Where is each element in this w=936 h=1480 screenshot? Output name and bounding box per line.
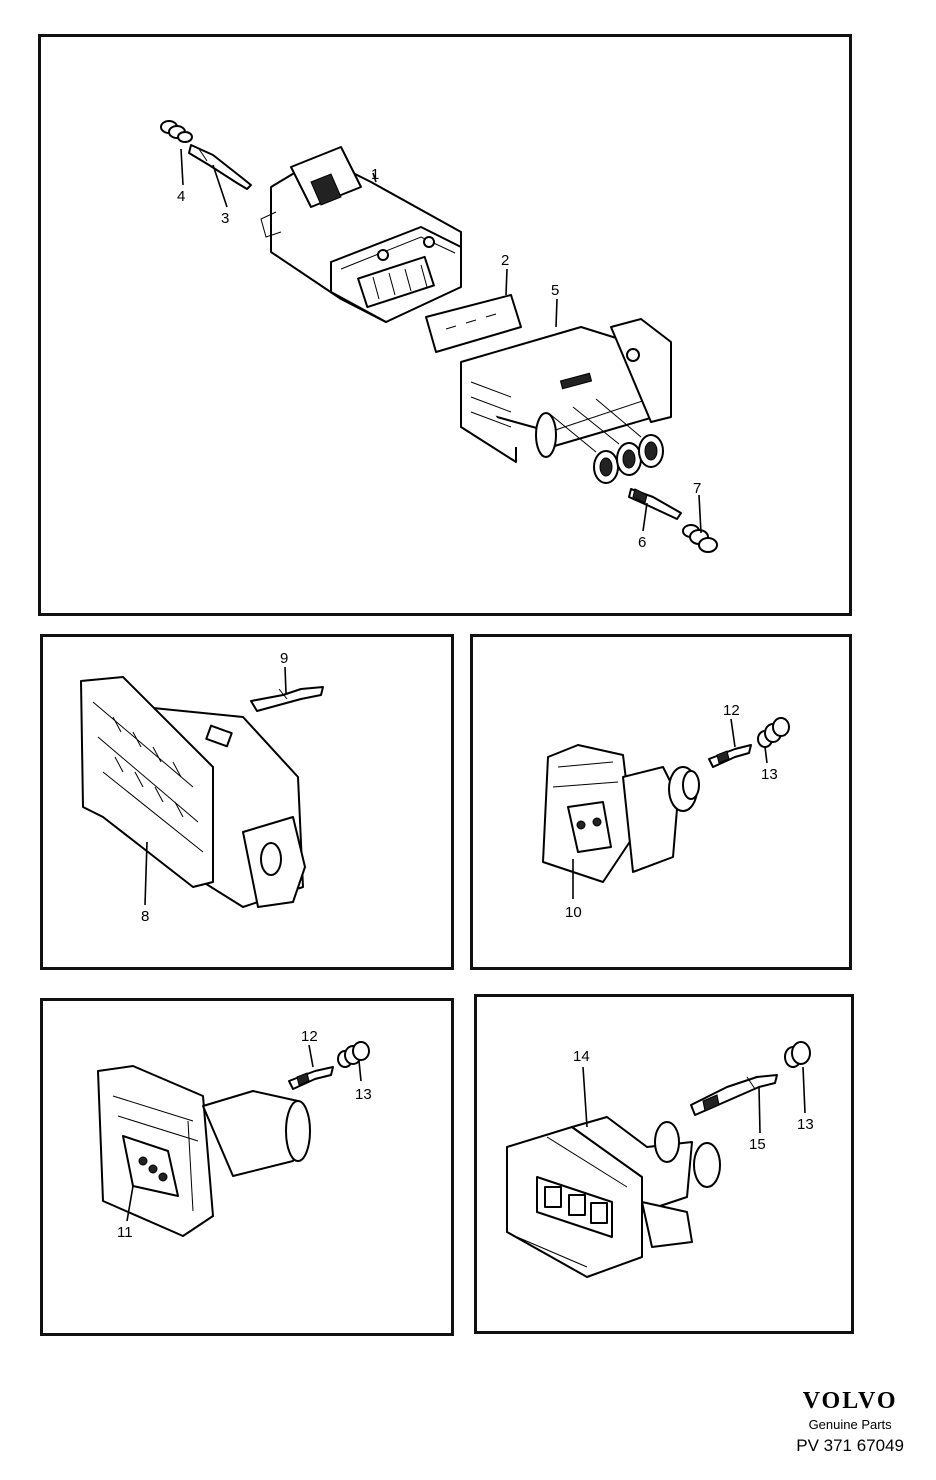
terminal-part-3: [188, 144, 252, 190]
reference-number: PV 371 67049: [796, 1436, 904, 1455]
connector-part-10: [542, 744, 700, 883]
footer: VOLVO Genuine Parts PV 371 67049: [796, 1388, 904, 1456]
callout-13: 13: [761, 766, 778, 783]
callout-9: 9: [280, 650, 288, 667]
panel-connector-10: 12 13 10: [470, 634, 852, 970]
panel-connector-8: 9 8: [40, 634, 454, 970]
seal-part-7: [682, 524, 718, 553]
connector-8-drawing: 9 8: [80, 650, 324, 925]
terminal-part-15: [690, 1074, 778, 1116]
callout-6: 6: [638, 534, 646, 551]
connector-10-drawing: 12 13 10: [542, 702, 790, 921]
callout-4: 4: [177, 188, 185, 205]
seal-part-13: [784, 1041, 811, 1068]
terminal-part-12: [288, 1066, 334, 1090]
connector-14-drawing: 14 15 13: [506, 1041, 814, 1278]
terminal-part-12: [708, 744, 752, 768]
callout-12: 12: [723, 702, 740, 719]
callout-2: 2: [501, 252, 509, 269]
callout-8: 8: [141, 908, 149, 925]
seal-part-4: [160, 120, 193, 143]
callout-15: 15: [749, 1136, 766, 1153]
panel-main-assembly: 4 3 1 2 5 6 7: [38, 34, 852, 616]
terminal-part-6: [628, 488, 682, 520]
panel-connector-11: 12 13 11: [40, 998, 454, 1336]
terminal-part-9: [250, 686, 324, 712]
callout-13: 13: [797, 1116, 814, 1133]
gasket-part-2: [425, 294, 522, 353]
panel-connector-14: 14 15 13: [474, 994, 854, 1334]
connector-11-drawing: 12 13 11: [97, 1028, 372, 1241]
callout-12: 12: [301, 1028, 318, 1045]
callout-10: 10: [565, 904, 582, 921]
socket-housing-part-5: [460, 318, 672, 484]
connector-part-8: [80, 676, 306, 908]
callout-14: 14: [573, 1048, 590, 1065]
callout-5: 5: [551, 282, 559, 299]
callout-3: 3: [221, 210, 229, 227]
seal-part-13: [337, 1041, 370, 1068]
plug-housing-part-1: [260, 146, 462, 323]
main-assembly-drawing: 4 3 1 2 5 6 7: [160, 120, 718, 553]
callout-1: 1: [371, 166, 379, 183]
genuine-parts-label: Genuine Parts: [808, 1417, 892, 1432]
callout-11: 11: [117, 1224, 133, 1241]
connector-part-11: [97, 1065, 311, 1237]
connector-part-14: [506, 1116, 721, 1278]
volvo-logo: VOLVO: [802, 1388, 898, 1414]
seal-part-13: [757, 717, 790, 748]
callout-13: 13: [355, 1086, 372, 1103]
callout-7: 7: [693, 480, 701, 497]
